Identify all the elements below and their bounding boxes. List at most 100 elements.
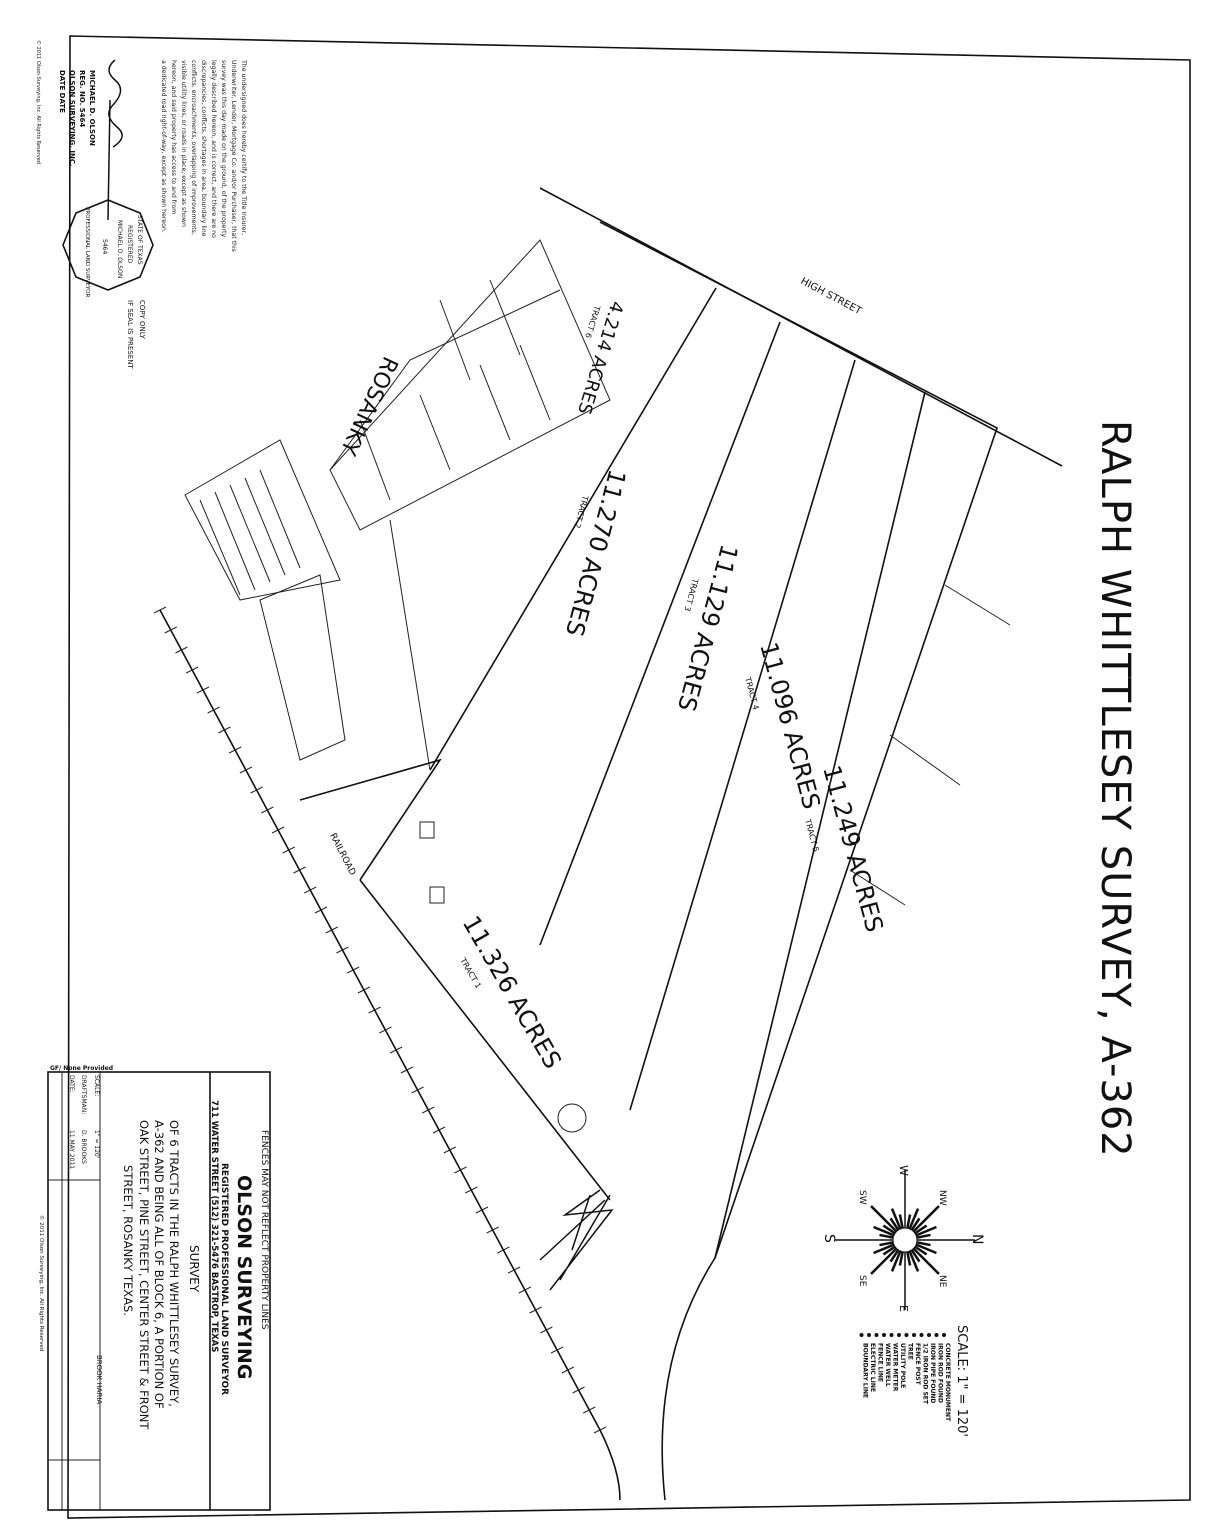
- seal-text: MICHAEL D. OLSON: [116, 220, 123, 278]
- scale-label: SCALE: 1" = 120': [954, 1325, 969, 1437]
- structure-symbol: [419, 821, 435, 839]
- fence-line-west: [389, 519, 431, 771]
- tract-6-acres: 4.214 ACRES: [573, 299, 627, 417]
- gf-note: GF/ None Provided: [50, 1065, 113, 1072]
- railroad-tick: [314, 906, 328, 914]
- certification-line: Underwriter, Lender, Mortgage Co. and/or…: [230, 60, 237, 252]
- tract-3-label: TRACT 3: [682, 577, 700, 613]
- legend-item: FENCE POST: [914, 1343, 921, 1386]
- tract-2-label: TRACT 2: [572, 494, 590, 530]
- seal-text: PROFESSIONAL LAND SURVEYOR: [84, 207, 90, 297]
- railroad-tick: [185, 666, 199, 674]
- railroad-tick: [411, 1086, 424, 1094]
- railroad-tick: [497, 1246, 510, 1254]
- seal-text: 5464: [101, 239, 108, 254]
- railroad-tick: [325, 926, 338, 934]
- railroad-tick: [207, 706, 220, 714]
- legend-item: BOUNDARY LINE: [862, 1343, 869, 1398]
- certification-line: a dedicated road right-of-way, except as…: [160, 60, 167, 233]
- tract-1-acres: 11.326 ACRES: [457, 911, 567, 1073]
- railroad-tick: [250, 786, 263, 794]
- certification-line: visible utility lines, or roads in place…: [180, 60, 187, 227]
- surveyor-date: DATE DATE: [58, 70, 66, 113]
- date-field: DATE:: [68, 1075, 75, 1093]
- railroad-tick: [228, 746, 242, 754]
- railroad-ticks: [153, 606, 607, 1434]
- legend-item: IRON PIPE FOUND: [929, 1343, 936, 1403]
- legend-item: WATER WELL: [884, 1343, 891, 1387]
- surveyor-seal: STATE OF TEXAS REGISTERED MICHAEL D. OLS…: [62, 199, 154, 297]
- railroad-tick: [196, 686, 210, 694]
- description-line: OAK STREET, PINE STREET, CENTER STREET &…: [137, 1120, 151, 1430]
- legend-symbol: [874, 1333, 879, 1337]
- legend-symbol: [889, 1333, 894, 1337]
- survey-heading: SURVEY: [187, 1245, 201, 1293]
- description-line: A-362 AND BEING ALL OF BLOCK 6, A PORTIO…: [152, 1120, 166, 1409]
- cert-copyright: © 2011 Olson Surveying, Inc. All Rights …: [35, 40, 42, 164]
- certification-line: hereon, and said property has access to …: [170, 60, 177, 214]
- legend-symbol: [934, 1333, 939, 1337]
- railroad-tick: [346, 966, 360, 974]
- railroad-tick: [593, 1426, 607, 1434]
- scale-value: 1" = 120': [93, 1130, 100, 1159]
- railroad-tick: [540, 1326, 553, 1334]
- divider-tract-6-2: [429, 287, 717, 771]
- railroad-label: RAILROAD: [327, 832, 357, 878]
- tract-3-acres: 11.129 ACRES: [672, 541, 743, 714]
- legend-symbol: [927, 1333, 931, 1337]
- railroad-tick: [454, 1166, 467, 1174]
- description-line: STREET, ROSANKY TEXAS.: [121, 1165, 135, 1316]
- tract-4-label: TRACT 4: [743, 675, 761, 711]
- certification: The undersigned does hereby certify to t…: [160, 59, 247, 252]
- tract-5-acres: 11.249 ACRES: [817, 762, 888, 935]
- surveyor-company: OLSON SURVEYING, INC.: [68, 70, 76, 167]
- divider-tract-2-3: [539, 321, 781, 946]
- railroad-tick: [271, 826, 285, 834]
- legend-item: 1/2 IRON ROD SET: [922, 1343, 929, 1405]
- surveyor-reg: REG. NO. 5464: [78, 70, 86, 127]
- legend-symbol: [859, 1333, 864, 1337]
- company-name: OLSON SURVEYING: [233, 1175, 255, 1379]
- railroad-tick: [389, 1046, 403, 1054]
- company-address: 711 WATER STREET (512) 321-5476 BASTROP,…: [209, 1100, 219, 1352]
- legend-item: CONCRETE MONUMENT: [944, 1343, 951, 1422]
- legend-item: UTILITY POLE: [899, 1343, 906, 1388]
- seal-text: REGISTERED: [126, 225, 133, 264]
- legend-item: FENCE LINE: [877, 1343, 884, 1382]
- title-block: FENCES MAY NOT REFLECT PROPERTY LINES OL…: [38, 1065, 271, 1511]
- east-fence-lines: [849, 584, 1011, 906]
- tract-1-west-line: [359, 879, 611, 1201]
- tract-4-acres: 11.096 ACRES: [754, 639, 825, 812]
- railroad-tick: [432, 1126, 446, 1134]
- certification-line: The undersigned does hereby certify to t…: [240, 59, 247, 235]
- railroad-tick: [572, 1386, 585, 1394]
- legend-symbol: [912, 1333, 916, 1337]
- railroad-tick: [507, 1266, 521, 1274]
- railroad-tick: [261, 806, 274, 814]
- client-name: BROOK HARIA: [95, 1355, 103, 1404]
- railroad-tick: [518, 1286, 532, 1294]
- railroad-tick: [357, 986, 371, 994]
- seal-text: STATE OF TEXAS: [136, 215, 143, 265]
- railroad-tick: [304, 886, 317, 894]
- compass-n: N: [969, 1234, 985, 1244]
- legend-item: IRON ROD FOUND: [937, 1343, 944, 1403]
- water-well-symbol: [557, 1103, 587, 1133]
- certification-line: conflicts, encroachments, overlapping of…: [190, 60, 197, 235]
- railroad-tick: [239, 766, 253, 774]
- railroad-tick: [400, 1066, 414, 1074]
- compass-e: E: [897, 1305, 910, 1312]
- high-street-label: HIGH STREET: [799, 276, 864, 318]
- compass-sw: SW: [857, 1190, 867, 1205]
- legend-item: TREE: [907, 1343, 914, 1360]
- page-border: [67, 35, 1191, 1519]
- railroad-jog: [299, 758, 442, 881]
- hand-scribble: [539, 1189, 614, 1291]
- compass-w: W: [897, 1165, 910, 1176]
- company-subtitle: REGISTERED PROFESSIONAL LAND SURVEYOR: [219, 1163, 229, 1395]
- compass-nw: NW: [937, 1190, 947, 1206]
- legend-item: WATER METER: [892, 1343, 899, 1392]
- railroad-tick: [443, 1146, 456, 1154]
